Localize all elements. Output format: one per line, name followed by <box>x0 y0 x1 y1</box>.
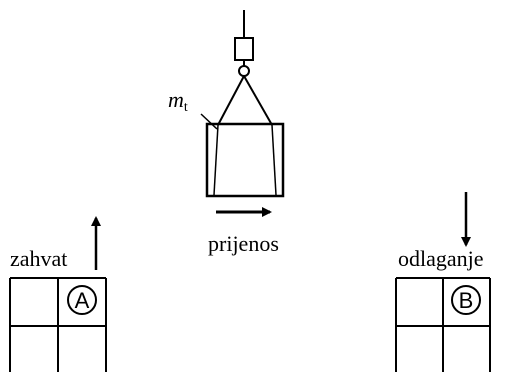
hook-ring <box>238 65 250 77</box>
pickup-cell-letter: A <box>75 288 90 313</box>
dropoff-label: odlaganje <box>398 246 484 271</box>
mass-label: mt <box>168 87 188 115</box>
dropoff-grid <box>395 277 491 372</box>
mass-leader-line <box>200 113 218 130</box>
pickup-label: zahvat <box>10 246 67 271</box>
dropoff-cell-marker: B <box>451 285 481 315</box>
load-container <box>205 122 285 198</box>
transfer-label: prijenos <box>208 231 279 256</box>
hook-block <box>234 37 254 61</box>
sling-left <box>217 75 245 126</box>
dropoff-cell-letter: B <box>459 288 474 313</box>
pickup-cell-marker: A <box>67 285 97 315</box>
pickup-grid <box>9 277 107 372</box>
crane-hook <box>217 10 273 126</box>
sling-right <box>243 75 273 126</box>
